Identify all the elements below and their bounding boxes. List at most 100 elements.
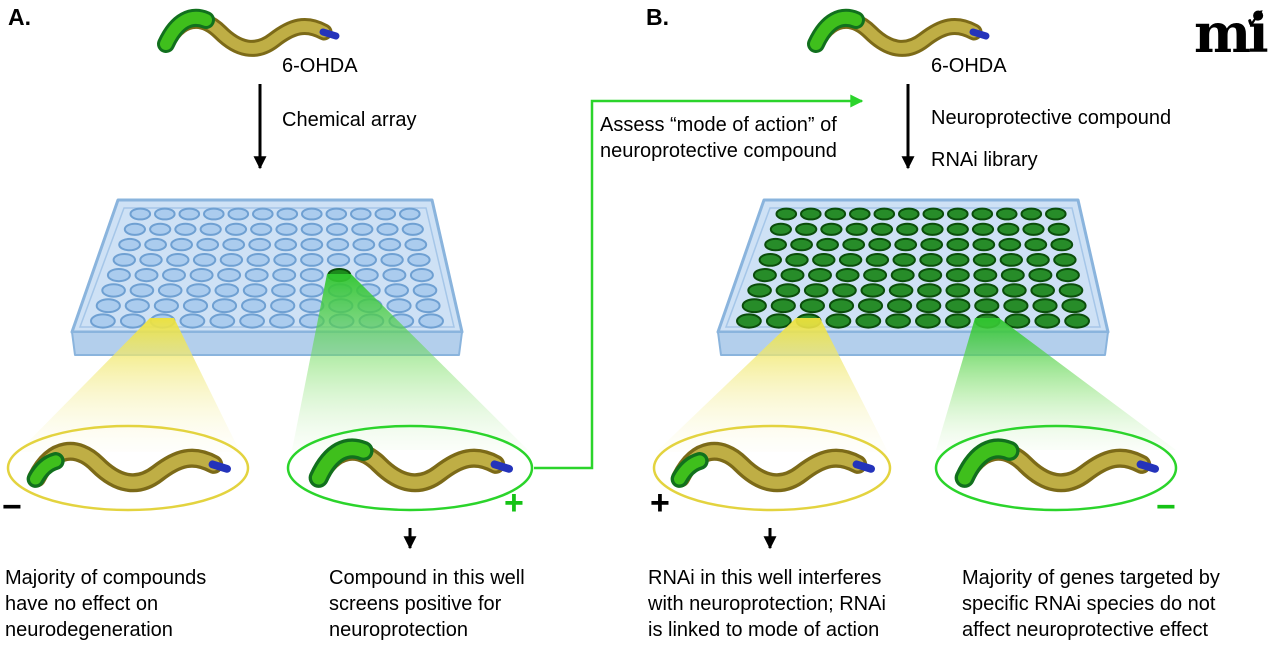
well xyxy=(1022,222,1045,236)
well xyxy=(1064,313,1091,329)
well xyxy=(350,207,372,221)
well xyxy=(250,222,273,236)
well xyxy=(101,283,126,298)
well xyxy=(407,253,431,267)
well xyxy=(269,313,295,329)
well xyxy=(401,222,424,236)
well xyxy=(971,207,994,221)
well xyxy=(770,298,796,314)
well xyxy=(134,268,159,283)
well xyxy=(384,283,410,298)
well xyxy=(838,253,863,267)
well xyxy=(418,313,445,329)
well xyxy=(124,298,150,314)
well xyxy=(999,253,1023,267)
well xyxy=(251,207,274,221)
caption-b-negative: Majority of genes targeted by specific R… xyxy=(962,567,1220,641)
well xyxy=(885,313,912,329)
well xyxy=(1028,268,1053,283)
well xyxy=(154,207,176,221)
well xyxy=(865,253,890,267)
well xyxy=(946,222,969,236)
well xyxy=(845,222,868,236)
well xyxy=(996,207,1018,221)
well xyxy=(917,283,942,298)
well xyxy=(242,283,268,298)
well xyxy=(399,207,421,221)
well xyxy=(179,313,206,329)
well xyxy=(326,253,351,267)
well xyxy=(299,268,324,283)
well xyxy=(894,237,918,252)
well xyxy=(747,283,772,298)
well xyxy=(157,283,183,298)
beam-yellow-a xyxy=(18,318,240,452)
well xyxy=(1004,313,1031,329)
well xyxy=(945,283,971,298)
well xyxy=(274,237,298,252)
well xyxy=(1034,313,1061,329)
well xyxy=(196,237,220,252)
well xyxy=(123,222,146,236)
well xyxy=(752,268,777,283)
label-a-6ohda: 6-OHDA xyxy=(282,55,358,77)
well xyxy=(741,298,767,314)
well xyxy=(248,237,272,252)
well xyxy=(182,298,209,314)
well xyxy=(224,222,248,236)
well xyxy=(214,283,240,298)
well xyxy=(129,283,155,298)
well xyxy=(300,253,324,267)
well xyxy=(1050,237,1074,252)
well xyxy=(166,253,190,267)
well xyxy=(915,313,941,329)
well xyxy=(376,222,399,236)
well xyxy=(386,298,412,314)
well xyxy=(301,207,323,221)
plate-b-wells xyxy=(736,207,1091,329)
beam-green-a xyxy=(292,274,528,450)
well xyxy=(239,313,266,329)
mode-of-action-caption: Assess “mode of action” of neuroprotecti… xyxy=(600,114,837,162)
well xyxy=(973,268,998,283)
well xyxy=(921,222,944,236)
well xyxy=(203,207,225,221)
well xyxy=(409,268,434,283)
well xyxy=(144,237,168,252)
well xyxy=(997,222,1020,236)
well xyxy=(828,298,855,314)
well xyxy=(153,298,179,314)
sign-positive-a: + xyxy=(504,484,524,522)
well xyxy=(870,222,894,236)
well xyxy=(825,313,852,329)
well xyxy=(785,253,809,267)
sign-negative-a: − xyxy=(2,488,22,526)
well xyxy=(919,253,943,267)
well xyxy=(946,237,970,252)
well xyxy=(868,237,892,252)
well xyxy=(820,222,843,236)
well xyxy=(860,283,886,298)
result-ring-positive-b xyxy=(652,424,892,512)
worm-protected-a xyxy=(319,448,509,482)
result-ring-negative-b xyxy=(934,424,1178,512)
well xyxy=(945,298,971,314)
well xyxy=(1020,207,1043,221)
well xyxy=(227,207,250,221)
well xyxy=(219,253,244,267)
well xyxy=(415,298,441,314)
well xyxy=(780,268,805,283)
well xyxy=(863,268,888,283)
well xyxy=(1002,283,1027,298)
well xyxy=(835,268,860,283)
well xyxy=(222,237,246,252)
well xyxy=(946,253,970,267)
well xyxy=(404,237,428,252)
well xyxy=(1053,253,1077,267)
well xyxy=(162,268,186,283)
plate-a-inner-edge xyxy=(78,207,455,328)
well xyxy=(998,237,1022,252)
well xyxy=(352,237,376,252)
well xyxy=(325,222,349,236)
